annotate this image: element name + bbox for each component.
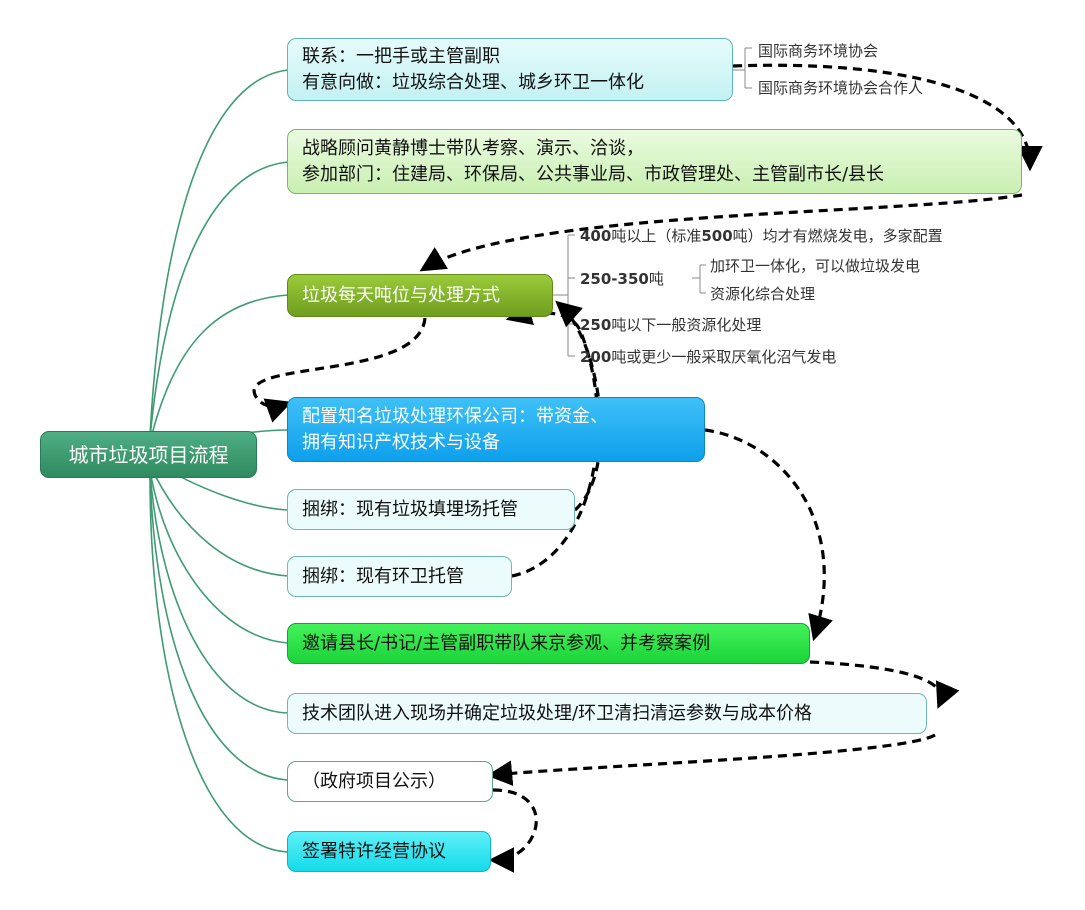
advisor-topic-line1: 战略顾问黄静博士带队考察、演示、洽谈， [302, 137, 644, 159]
company-topic-line1: 配置知名垃圾处理环保公司：带资金、 [302, 405, 608, 427]
root-topic[interactable]: 城市垃圾项目流程 [40, 431, 257, 478]
sanitation-topic-label: 捆绑：现有环卫托管 [302, 565, 464, 587]
tonnage-note-400: 400吨以上（标准500吨）均才有燃烧发电，多家配置 [580, 227, 943, 245]
publicity-topic-label: （政府项目公示） [302, 770, 446, 792]
sanitation-topic[interactable]: 捆绑：现有环卫托管 [287, 556, 512, 597]
root-topic-label: 城市垃圾项目流程 [68, 442, 229, 467]
branch-lines [149, 69, 289, 853]
invite-topic[interactable]: 邀请县长/书记/主管副职带队来京参观、并考察案例 [287, 623, 810, 664]
tonnage-note-250-350: 250-350吨 [580, 270, 664, 288]
contact-topic-line1: 联系：一把手或主管副职 [302, 45, 500, 67]
tonnage-topic-label: 垃圾每天吨位与处理方式 [302, 284, 500, 306]
advisor-topic-line2: 参加部门：住建局、环保局、公共事业局、市政管理处、主管副市长/县长 [302, 163, 885, 185]
publicity-topic[interactable]: （政府项目公示） [287, 761, 493, 802]
tonnage-sub-note-2: 资源化综合处理 [710, 285, 816, 303]
landfill-topic-label: 捆绑：现有垃圾填埋场托管 [302, 498, 518, 520]
tonnage-note-250: 250吨以下一般资源化处理 [580, 316, 762, 334]
contact-note-1: 国际商务环境协会 [758, 42, 879, 60]
tech-topic-label: 技术团队进入现场并确定垃圾处理/环卫清扫清运参数与成本价格 [302, 702, 813, 724]
tonnage-sub-note-1: 加环卫一体化，可以做垃圾发电 [710, 257, 921, 275]
company-topic-line2: 拥有知识产权技术与设备 [302, 431, 500, 453]
invite-topic-label: 邀请县长/书记/主管副职带队来京参观、并考察案例 [302, 632, 711, 654]
contact-topic[interactable]: 联系：一把手或主管副职 有意向做：垃圾综合处理、城乡环卫一体化 [287, 38, 733, 101]
company-topic[interactable]: 配置知名垃圾处理环保公司：带资金、 拥有知识产权技术与设备 [287, 397, 705, 462]
note-brackets [553, 47, 752, 357]
landfill-topic[interactable]: 捆绑：现有垃圾填埋场托管 [287, 489, 575, 530]
sign-topic-label: 签署特许经营协议 [302, 840, 446, 862]
tech-topic[interactable]: 技术团队进入现场并确定垃圾处理/环卫清扫清运参数与成本价格 [287, 693, 927, 734]
contact-note-2: 国际商务环境协会合作人 [758, 79, 924, 97]
tonnage-note-200: 200吨或更少一般采取厌氧化沼气发电 [580, 348, 837, 366]
tonnage-topic[interactable]: 垃圾每天吨位与处理方式 [287, 274, 553, 317]
contact-topic-line2: 有意向做：垃圾综合处理、城乡环卫一体化 [302, 71, 644, 93]
sign-topic[interactable]: 签署特许经营协议 [287, 831, 491, 872]
advisor-topic[interactable]: 战略顾问黄静博士带队考察、演示、洽谈， 参加部门：住建局、环保局、公共事业局、市… [287, 129, 1022, 194]
